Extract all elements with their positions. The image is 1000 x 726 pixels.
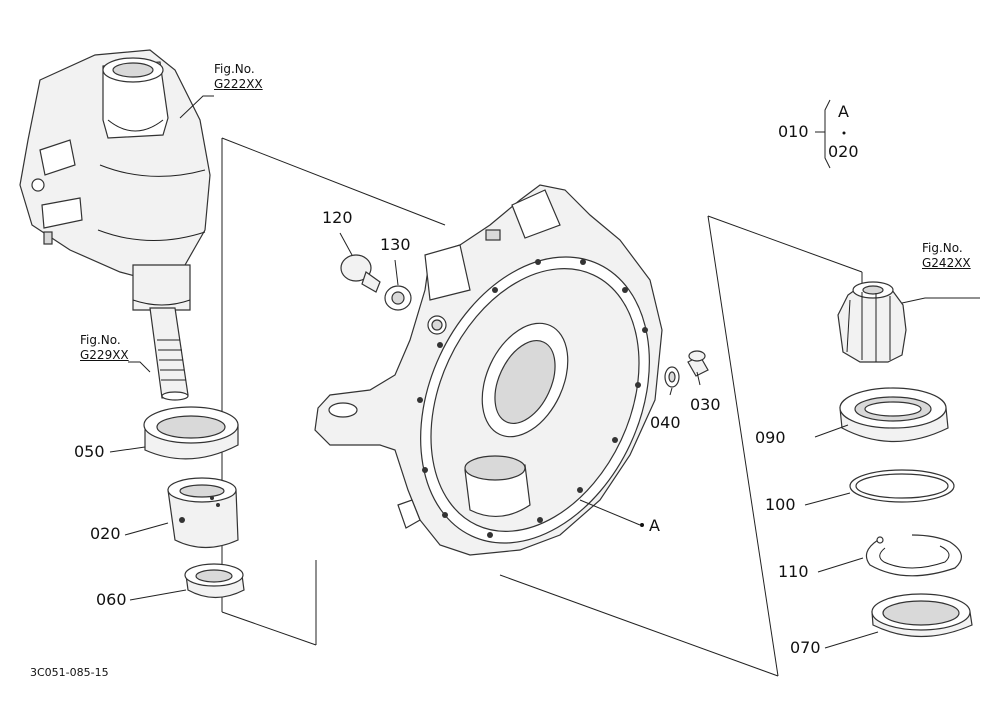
bevel-gear: [837, 281, 907, 363]
callout-120: 120: [322, 208, 353, 227]
assembly-a-dot: [842, 131, 846, 135]
seal-060: [184, 563, 245, 599]
fig-ref-g229-code: G229XX: [80, 348, 129, 362]
steering-housing: [19, 49, 211, 311]
point-a-marker: [640, 523, 644, 527]
fig-ref-g242-code: G242XX: [922, 256, 971, 270]
fig-ref-g222-prefix: Fig.No.: [214, 62, 255, 76]
callout-070: 070: [790, 638, 821, 657]
callout-110: 110: [778, 562, 809, 581]
callout-100: 100: [765, 495, 796, 514]
ring-100: [849, 469, 955, 503]
callout-090: 090: [755, 428, 786, 447]
fig-ref-g229-prefix: Fig.No.: [80, 333, 121, 347]
plug-120: [340, 254, 381, 293]
assembly-bracket: [824, 99, 831, 169]
bushing-020: [167, 477, 239, 549]
snap-ring-110: [865, 534, 962, 577]
assembly-bottom-number: 020: [828, 142, 859, 161]
bearing-090: [839, 387, 949, 442]
callout-040: 040: [650, 413, 681, 432]
washer-040: [664, 366, 680, 388]
seal-050: [143, 406, 239, 460]
drawing-code: 3C051-085-15: [30, 666, 109, 679]
callout-030: 030: [690, 395, 721, 414]
seal-070: [871, 593, 973, 638]
assembly-letter: A: [838, 102, 849, 121]
right-plane-outline: [499, 215, 863, 677]
callout-point-a: A: [649, 516, 660, 535]
gear-case: [314, 184, 663, 556]
bolt-030: [687, 350, 709, 377]
fig-ref-g222-code: G222XX: [214, 77, 263, 91]
callout-020: 020: [90, 524, 121, 543]
fig-ref-g242-prefix: Fig.No.: [922, 241, 963, 255]
assembly-top-number: 010: [778, 122, 809, 141]
splined-shaft: [149, 307, 189, 401]
fig-ref-g222: Fig.No. G222XX: [214, 62, 263, 92]
callout-060: 060: [96, 590, 127, 609]
fig-ref-g242: Fig.No. G242XX: [922, 241, 971, 271]
washer-130: [384, 285, 412, 311]
fig-ref-g229: Fig.No. G229XX: [80, 333, 129, 363]
callout-050: 050: [74, 442, 105, 461]
leader-lines: [109, 95, 980, 649]
callout-130: 130: [380, 235, 411, 254]
